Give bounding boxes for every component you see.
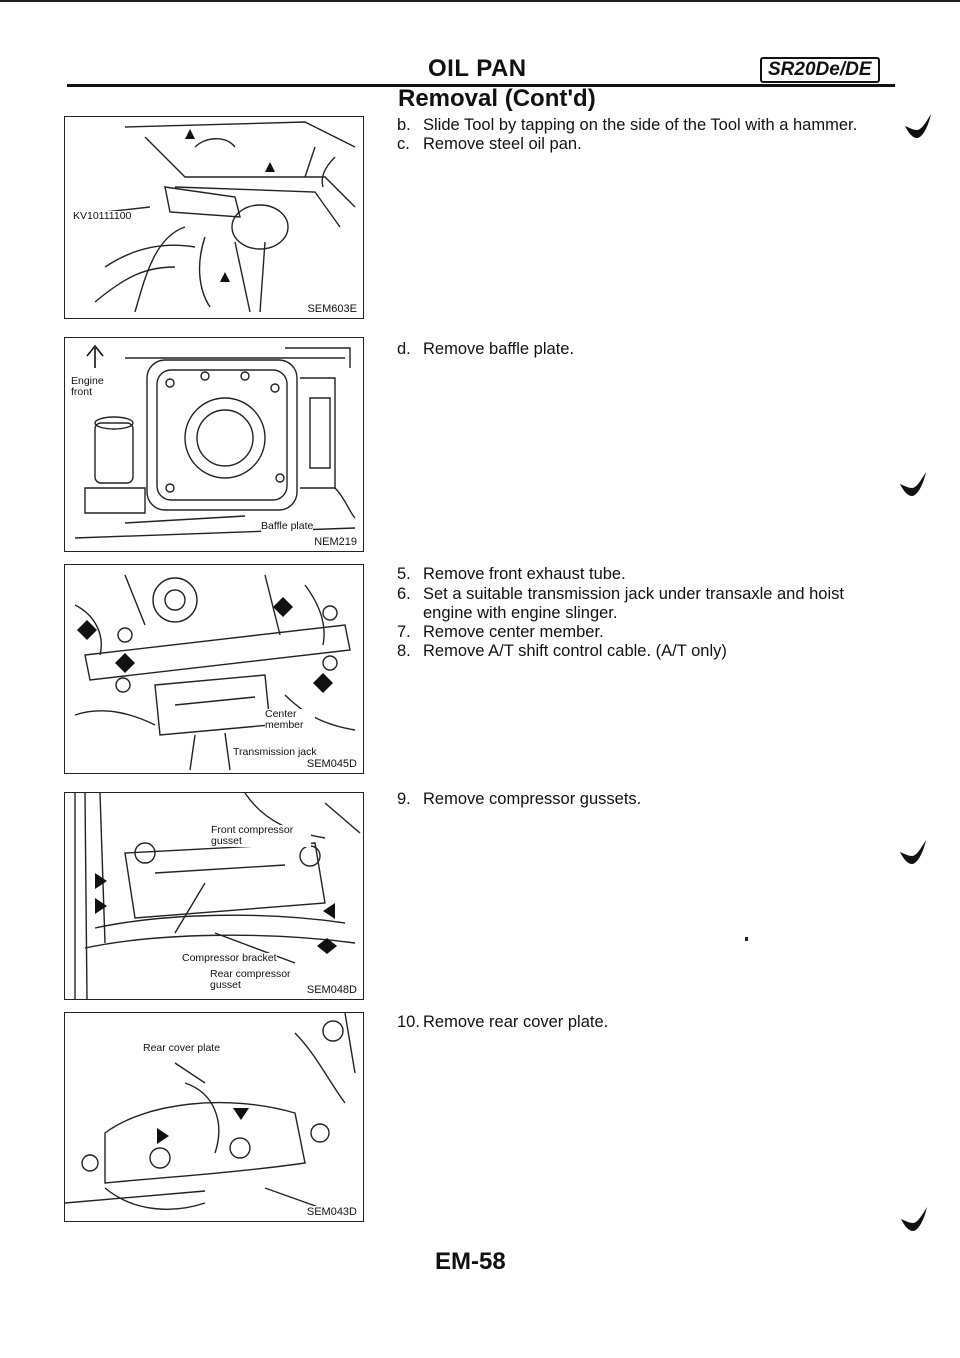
step-text: Remove A/T shift control cable. (A/T onl… <box>423 642 727 660</box>
figure-center-member: Center member Transmission jack SEM045D <box>64 564 364 774</box>
checkmark-icon <box>901 1207 927 1231</box>
front-compressor-gusset-label: Front compressor gusset <box>211 825 311 847</box>
step-6-continued: engine with engine slinger. <box>423 604 618 622</box>
engine-model-badge: SR20De/DE <box>760 57 880 83</box>
center-member-illustration <box>74 574 356 771</box>
tool-hammer-illustration <box>94 121 356 313</box>
figure-code: SEM045D <box>305 758 358 770</box>
step-number: 7. <box>397 623 411 641</box>
figure-rear-cover-plate: Rear cover plate SEM043D <box>64 1012 364 1222</box>
step-c: c. Remove steel oil pan. <box>397 135 582 154</box>
figure-compressor-gussets: Front compressor gusset Compressor brack… <box>64 792 364 1000</box>
figure-code: NEM219 <box>313 536 358 548</box>
step-number: 8. <box>397 642 411 660</box>
step-text: Remove compressor gussets. <box>423 790 642 808</box>
step-9: 9. Remove compressor gussets. <box>397 790 641 809</box>
tool-number-label: KV10111100 <box>73 210 132 222</box>
transmission-jack-label: Transmission jack <box>233 746 317 758</box>
figure-baffle-plate: Engine front Baffle plate NEM219 <box>64 337 364 552</box>
step-number: c. <box>397 135 410 153</box>
header-rule <box>67 84 895 87</box>
compressor-bracket-label: Compressor bracket <box>182 952 277 964</box>
step-text: Remove baffle plate. <box>423 340 575 358</box>
rear-compressor-gusset-label: Rear compressor gusset <box>210 969 300 991</box>
step-d: d. Remove baffle plate. <box>397 340 574 359</box>
step-6: 6. Set a suitable transmission jack under… <box>397 585 844 604</box>
baffle-plate-label: Baffle plate <box>261 520 314 532</box>
figure-code: SEM603E <box>306 303 358 315</box>
step-number: 6. <box>397 585 411 603</box>
step-number: 5. <box>397 565 411 583</box>
page-number: EM-58 <box>435 1248 506 1275</box>
rear-cover-plate-label: Rear cover plate <box>143 1042 221 1054</box>
figure-code: SEM043D <box>305 1206 358 1218</box>
section-subtitle: Removal (Cont'd) <box>398 85 596 112</box>
baffle-plate-illustration <box>74 344 356 539</box>
step-10: 10.Remove rear cover plate. <box>397 1013 608 1032</box>
step-number: 10. <box>397 1013 420 1031</box>
step-number: d. <box>397 340 411 358</box>
step-5: 5. Remove front exhaust tube. <box>397 565 626 584</box>
rear-cover-plate-illustration <box>65 1013 356 1214</box>
step-text: Set a suitable transmission jack under t… <box>423 585 844 603</box>
speck-mark <box>745 937 748 941</box>
step-number: b. <box>397 116 411 134</box>
top-border-line <box>0 0 960 2</box>
step-text: Remove center member. <box>423 623 604 641</box>
step-text: Slide Tool by tapping on the side of the… <box>423 116 858 134</box>
step-number: 9. <box>397 790 411 808</box>
step-text: Remove steel oil pan. <box>423 135 582 153</box>
engine-front-label: Engine front <box>71 375 105 398</box>
step-text: Remove front exhaust tube. <box>423 565 626 583</box>
step-7: 7. Remove center member. <box>397 623 604 642</box>
step-b: b. Slide Tool by tapping on the side of t… <box>397 116 857 135</box>
figure-tool-hammer: KV10111100 SEM603E <box>64 116 364 319</box>
figure-code: SEM048D <box>305 984 358 996</box>
step-text: Remove rear cover plate. <box>423 1013 609 1031</box>
center-member-label: Center member <box>265 709 315 731</box>
page-title: OIL PAN <box>428 55 527 82</box>
checkmark-icon <box>900 472 926 496</box>
checkmark-icon <box>900 840 926 864</box>
step-8: 8. Remove A/T shift control cable. (A/T o… <box>397 642 727 661</box>
checkmark-icon <box>905 114 931 138</box>
